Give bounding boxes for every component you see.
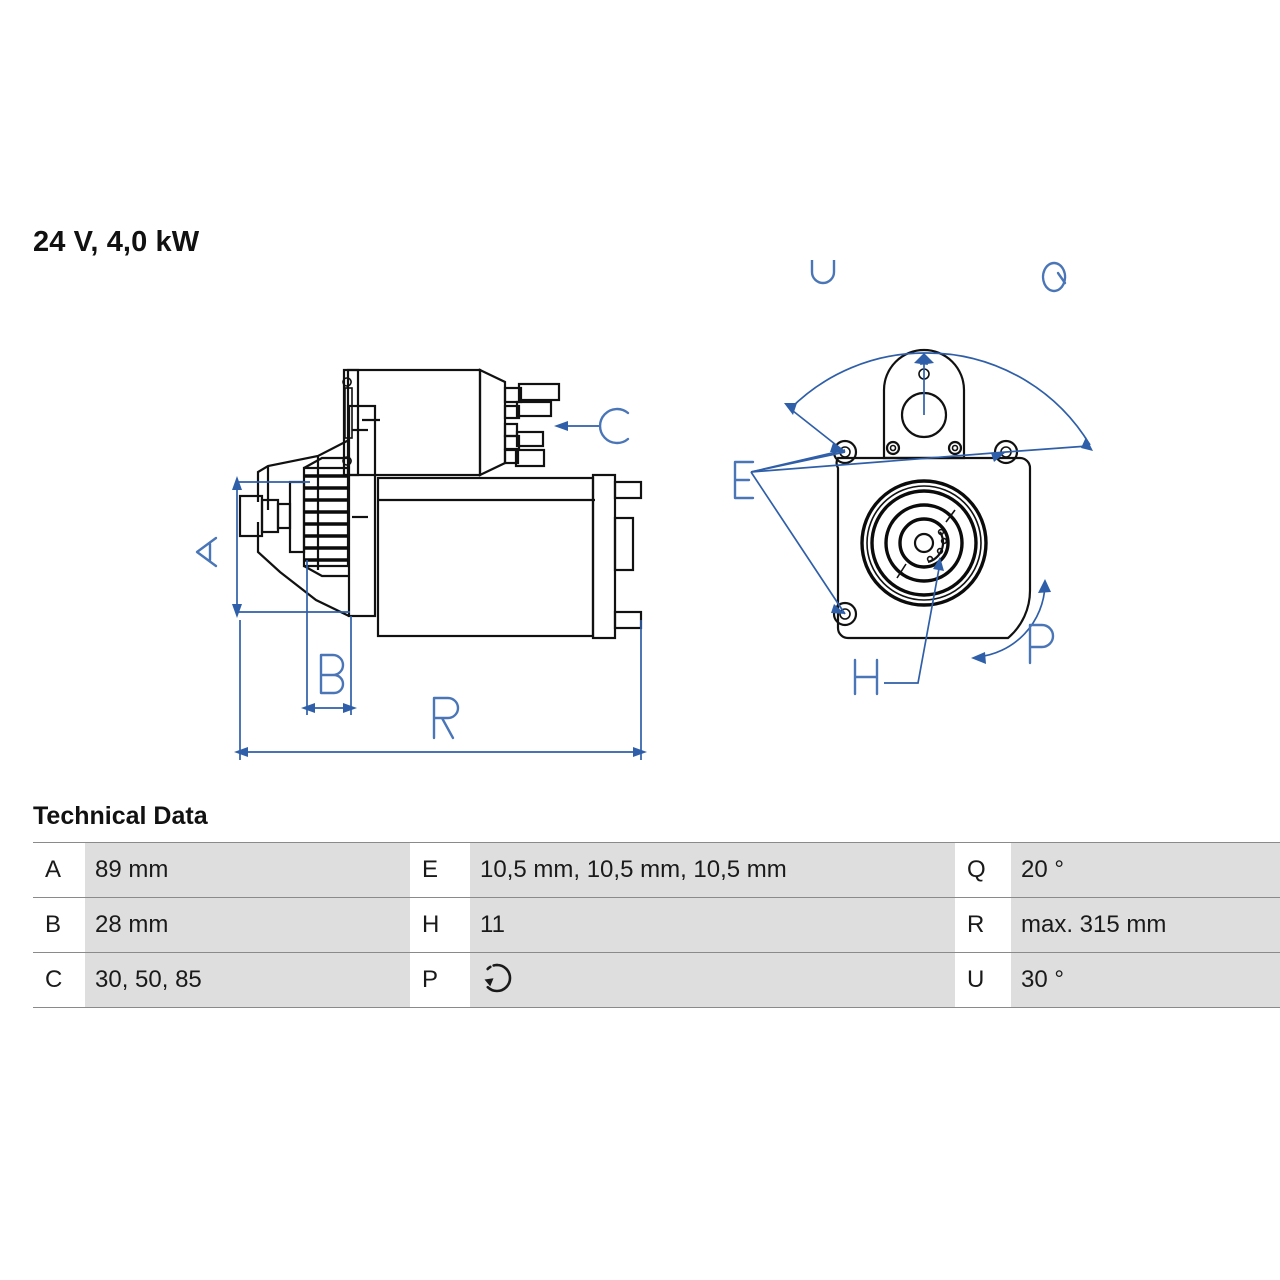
callout-e [733,443,1007,615]
row-value-p [470,952,955,1008]
row-value-r: max. 315 mm [1011,897,1280,953]
angle-u [784,260,928,453]
row-key-q: Q [955,842,1011,898]
callout-h [853,557,944,696]
row-value-h: 11 [470,897,955,953]
dimension-r [234,620,647,760]
motor-housing [376,473,643,640]
row-value-u: 30 ° [1011,952,1280,1008]
solenoid-assembly [342,368,561,477]
row-key-b: B [33,897,85,953]
rotation-counterclockwise-icon [480,961,514,1001]
starter-motor-front-flange-view [733,260,1093,696]
callout-c [554,407,630,445]
row-key-h: H [410,897,470,953]
row-value-q: 20 ° [1011,842,1280,898]
row-key-c: C [33,952,85,1008]
dimension-b [301,560,357,715]
drive-end-housing-and-pinion [238,439,350,617]
technical-drawings [195,260,1093,760]
angle-q [920,261,1093,453]
row-key-e: E [410,842,470,898]
table-row: A 89 mm E 10,5 mm, 10,5 mm, 10,5 mm Q 20… [33,842,1280,898]
page-title: 24 V, 4,0 kW [33,226,200,258]
table-row: C 30, 50, 85 P U 30 ° [33,952,1280,1008]
row-value-b: 28 mm [85,897,410,953]
row-key-u: U [955,952,1011,1008]
starter-motor-side-view [195,368,647,760]
table-row: B 28 mm H 11 R max. 315 mm [33,897,1280,953]
rotation-direction-p [971,579,1055,665]
row-value-a: 89 mm [85,842,410,898]
row-value-e: 10,5 mm, 10,5 mm, 10,5 mm [470,842,955,898]
technical-data-table: A 89 mm E 10,5 mm, 10,5 mm, 10,5 mm Q 20… [33,842,1280,1008]
row-value-c: 30, 50, 85 [85,952,410,1008]
row-key-r: R [955,897,1011,953]
mounting-flange [347,404,377,618]
dimension-a [195,476,350,618]
pinion-center [860,479,988,607]
row-key-a: A [33,842,85,898]
section-title: Technical Data [33,802,208,830]
row-key-p: P [410,952,470,1008]
